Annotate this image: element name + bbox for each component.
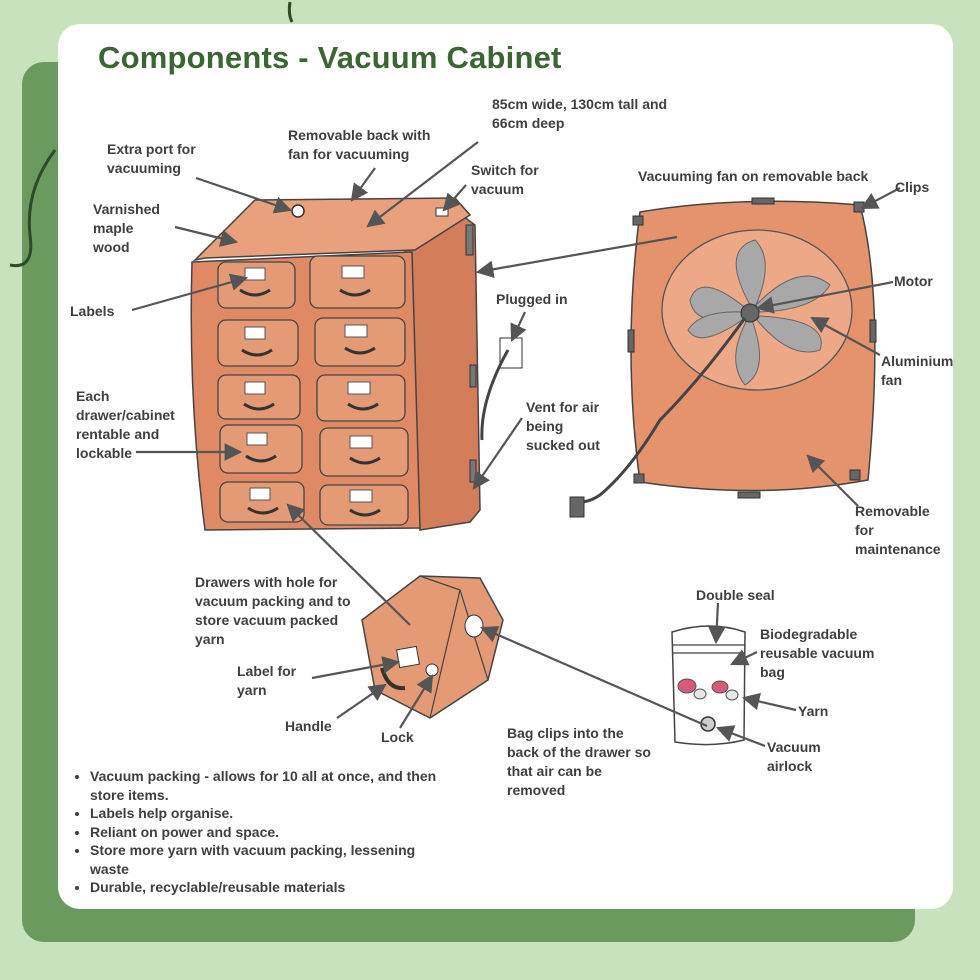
removable-maintenance-label: Removable for maintenance [855, 503, 941, 557]
drawer-handles [239, 288, 381, 517]
feature-item: Durable, recyclable/reusable materials [90, 878, 450, 897]
page-title: Components - Vacuum Cabinet [98, 40, 562, 75]
double-seal-label: Double seal [696, 587, 775, 603]
vacuum-bag [671, 625, 746, 746]
fan-cord [574, 317, 747, 504]
dimensions-label: 85cm wide, 130cm tall and 66cm deep [492, 96, 668, 131]
power-cord [480, 349, 510, 441]
extra-port-icon [291, 204, 305, 218]
fan-plug-icon [569, 496, 585, 518]
clips-label: Clips [895, 179, 930, 195]
drawer-hole-icon [464, 614, 484, 638]
switch-icon [435, 207, 449, 217]
drawer-labels [244, 265, 373, 503]
feature-item: Labels help organise. [90, 804, 450, 823]
vacuum-airlock-label: Vacuum airlock [767, 739, 821, 774]
motor-label: Motor [894, 273, 933, 289]
cabinet-drawers [217, 255, 409, 526]
each-drawer-label: Each drawer/cabinet rentable and lockabl… [76, 388, 175, 461]
feature-item: Vacuum packing - allows for 10 all at on… [90, 767, 450, 804]
cabinet-clip-low [469, 459, 477, 483]
feature-item: Store more yarn with vacuum packing, les… [90, 841, 450, 878]
removable-back-label: Removable back with fan for vacuuming [288, 127, 431, 162]
feature-list: Vacuum packing - allows for 10 all at on… [72, 767, 450, 897]
handle-label: Handle [285, 718, 332, 734]
pointer-arrows [131, 141, 901, 748]
label-for-yarn-label: Label for yarn [237, 663, 297, 698]
bag-clips-label: Bag clips into the back of the drawer so… [507, 725, 651, 798]
back-clips [627, 197, 877, 499]
vacuum-bag-drawing [671, 625, 746, 746]
labels-label: Labels [70, 303, 115, 319]
vine-curl-decoration [9, 149, 57, 268]
cabinet-clip-top [465, 224, 474, 256]
drawers-hole-label: Drawers with hole for vacuum packing and… [195, 574, 351, 647]
aluminium-fan-label: Aluminium fan [881, 353, 954, 388]
lock-label: Lock [381, 729, 414, 745]
yarn-icon [677, 678, 739, 701]
bio-bag-label: Biodegradable reusable vacuum bag [760, 626, 875, 680]
vent-label: Vent for air being sucked out [526, 399, 600, 453]
drawer-lock-icon [425, 663, 439, 677]
vine-decoration [287, 1, 294, 23]
cabinet-top [192, 197, 472, 262]
switch-label: Switch for vacuum [471, 162, 539, 197]
varnished-wood-label: Varnished maple wood [93, 201, 160, 255]
yarn-label: Yarn [798, 703, 829, 719]
cabinet-drawing [190, 197, 523, 531]
extra-port-label: Extra port for vacuuming [107, 141, 196, 176]
plugged-in-label: Plugged in [496, 291, 568, 307]
cabinet-clip-mid [469, 364, 477, 388]
fan-on-back-label: Vacuuming fan on removable back [638, 168, 869, 184]
drawer-label-icon [396, 645, 420, 669]
plug-socket-icon [499, 337, 523, 369]
aluminium-fan-icon [687, 239, 831, 386]
fan-back-drawing [569, 197, 877, 518]
feature-item: Reliant on power and space. [90, 823, 450, 842]
